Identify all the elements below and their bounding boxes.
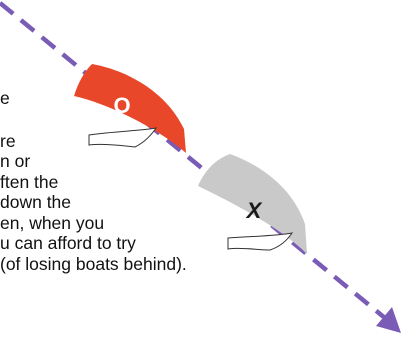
boat-x: X	[198, 154, 307, 254]
boat-o-label: O	[113, 93, 130, 118]
boat-o: O	[74, 64, 186, 153]
boat-x-label: X	[245, 198, 263, 223]
course-line	[0, 3, 385, 318]
boat-o-sail	[89, 128, 156, 147]
boat-x-sail	[228, 233, 292, 250]
